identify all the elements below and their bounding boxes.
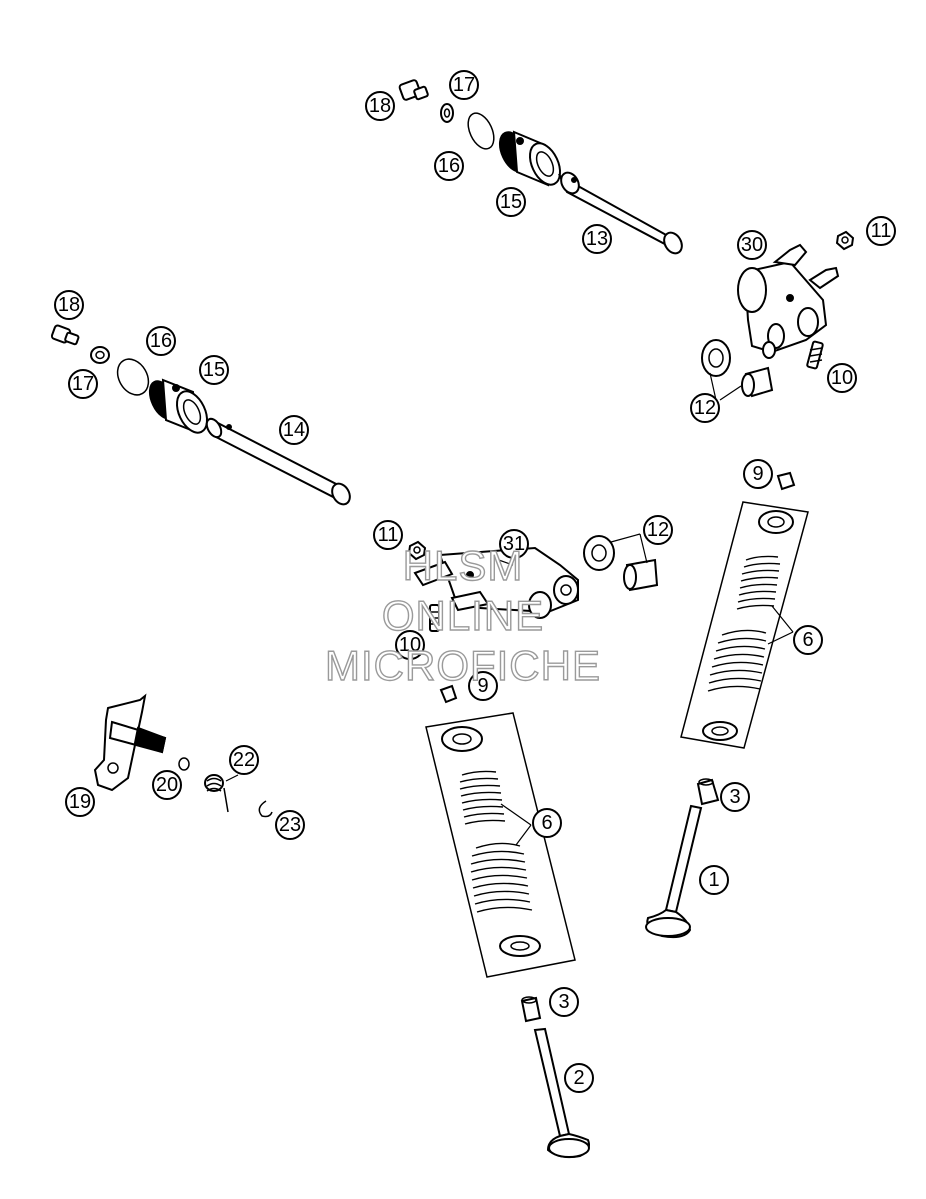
part-30-rocker-arm: [737, 243, 840, 359]
svg-text:14: 14: [283, 419, 305, 441]
part-19-decompressor-lever: [93, 693, 167, 792]
callout-14: 14: [279, 415, 309, 445]
callout-3-right: 3: [720, 782, 750, 812]
svg-text:9: 9: [752, 463, 763, 485]
callout-3-left: 3: [549, 987, 579, 1017]
part-17-left-washer: [90, 346, 110, 364]
callout-9-upper: 9: [743, 459, 773, 489]
part-10-center-adjuster-screw: [429, 604, 440, 632]
svg-text:2: 2: [573, 1067, 584, 1089]
part-17-upper-washer: [440, 103, 454, 123]
svg-text:13: 13: [586, 228, 608, 250]
svg-text:6: 6: [802, 629, 813, 651]
callout-10-upper: 10: [827, 363, 857, 393]
svg-text:19: 19: [69, 791, 91, 813]
callout-2: 2: [564, 1063, 594, 1093]
part-13-upper-rocker-shaft: [557, 171, 683, 255]
part-6-left-spring-kit: [425, 712, 576, 978]
part-12-center-roller-pin: [583, 535, 659, 592]
callout-6-left: 6: [532, 808, 562, 838]
part-20-circlip: [178, 757, 190, 771]
svg-text:23: 23: [279, 814, 301, 836]
part-23-circlip: [258, 800, 273, 818]
part-3-right-valve-seal: [696, 778, 720, 806]
callout-31: 31: [499, 529, 529, 559]
leader-lines: [225, 372, 794, 846]
svg-text:12: 12: [647, 519, 669, 541]
part-16-left-o-ring: [116, 358, 150, 396]
callout-6-right: 6: [793, 625, 823, 655]
part-15-upper-bushing: [498, 130, 562, 187]
callout-18-upper: 18: [365, 91, 395, 121]
svg-text:11: 11: [378, 524, 399, 546]
part-6-right-spring-kit: [680, 501, 809, 749]
callout-16-left: 16: [146, 326, 176, 356]
callout-11-upper: 11: [866, 216, 896, 246]
svg-text:15: 15: [500, 191, 522, 213]
part-9-left-collet: [439, 684, 458, 704]
part-15-left-bushing: [148, 378, 209, 434]
callout-1: 1: [699, 865, 729, 895]
part-3-left-valve-seal: [520, 996, 542, 1023]
svg-text:11: 11: [871, 220, 892, 242]
svg-text:12: 12: [694, 397, 716, 419]
part-22-spring: [204, 774, 229, 813]
part-31-rocker-arm: [413, 546, 579, 619]
callout-9-center: 9: [468, 671, 498, 701]
callout-12-center: 12: [643, 515, 673, 545]
svg-text:10: 10: [831, 367, 853, 389]
callout-17-upper: 17: [449, 70, 479, 100]
callout-22: 22: [229, 745, 259, 775]
callout-23: 23: [275, 810, 305, 840]
svg-text:16: 16: [150, 330, 172, 352]
svg-text:22: 22: [233, 749, 255, 771]
callout-10-center: 10: [395, 630, 425, 660]
watermark-line-2: ONLINE: [381, 591, 545, 639]
svg-text:6: 6: [541, 812, 552, 834]
svg-text:31: 31: [503, 533, 525, 555]
svg-text:16: 16: [438, 155, 460, 177]
svg-text:18: 18: [58, 294, 80, 316]
svg-text:15: 15: [203, 359, 225, 381]
svg-text:17: 17: [453, 74, 475, 96]
callout-16-upper: 16: [434, 151, 464, 181]
callout-20: 20: [152, 770, 182, 800]
part-9-right-collet: [776, 471, 796, 491]
part-18-upper-screw: [398, 79, 429, 101]
callout-11-center: 11: [373, 520, 403, 550]
callout-15-upper: 15: [496, 187, 526, 217]
callout-13: 13: [582, 224, 612, 254]
svg-text:20: 20: [156, 774, 178, 796]
callout-17-left: 17: [68, 369, 98, 399]
callout-12-upper: 12: [690, 393, 720, 423]
part-1-intake-valve: [645, 804, 703, 939]
callout-18-left: 18: [54, 290, 84, 320]
part-2-exhaust-valve: [533, 1027, 590, 1159]
callout-15-left: 15: [199, 355, 229, 385]
part-11-center-nut: [407, 540, 427, 561]
svg-text:3: 3: [729, 786, 740, 808]
part-12-upper-roller-pin: [701, 339, 774, 398]
svg-text:18: 18: [369, 95, 391, 117]
svg-text:3: 3: [558, 991, 569, 1013]
watermark-line-1: HLSM: [402, 541, 524, 589]
part-18-left-screw: [50, 324, 80, 346]
svg-text:1: 1: [708, 869, 719, 891]
part-14-left-rocker-shaft: [205, 417, 351, 506]
watermark-line-3: MICROFICHE: [324, 641, 601, 689]
svg-text:10: 10: [399, 634, 421, 656]
part-16-upper-o-ring: [467, 112, 495, 150]
part-11-upper-nut: [835, 230, 855, 251]
part-10-upper-adjuster-screw: [806, 340, 824, 370]
callout-19: 19: [65, 787, 95, 817]
callout-30: 30: [737, 230, 767, 260]
svg-text:17: 17: [72, 373, 94, 395]
svg-text:30: 30: [741, 234, 763, 256]
svg-text:9: 9: [477, 675, 488, 697]
